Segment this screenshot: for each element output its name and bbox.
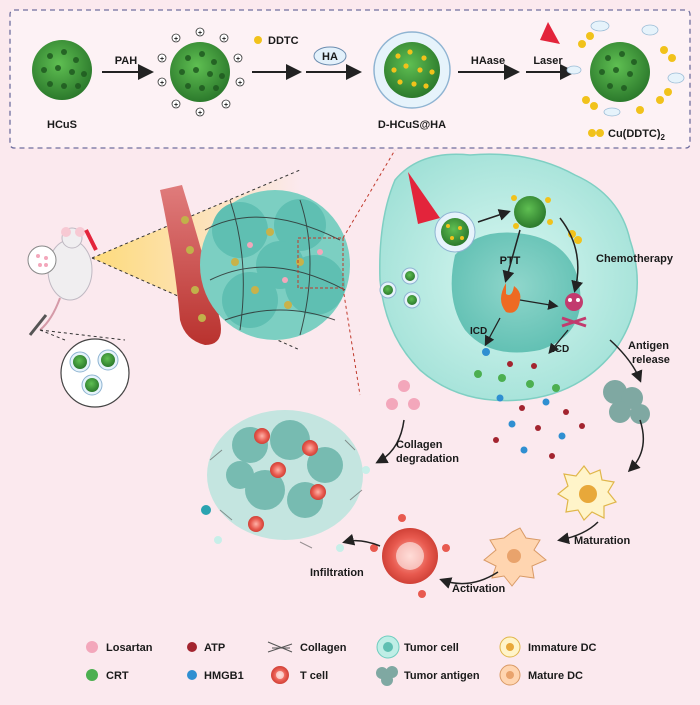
d-hcus-ha-label: D-HCuS@HA	[378, 119, 446, 131]
entering-particles	[379, 267, 421, 309]
nanoparticle-inset	[60, 338, 130, 408]
antigen-release-label-1: Antigen	[628, 340, 669, 352]
svg-text:+: +	[174, 36, 178, 43]
losartan-dots	[386, 380, 420, 410]
skull-icon	[561, 293, 587, 328]
svg-text:+: +	[160, 56, 164, 63]
svg-text:+: +	[224, 102, 228, 109]
svg-text:+: +	[198, 30, 202, 37]
injection-solution-icon	[27, 245, 57, 275]
pah-label: PAH	[115, 55, 137, 67]
legend-losartan: Losartan	[106, 642, 153, 654]
ha-capsule-icon	[313, 46, 347, 66]
immature-dc-legend-icon	[499, 636, 521, 658]
ha-label: HA	[322, 51, 338, 63]
synthesis-panel	[9, 9, 691, 149]
infiltration-label: Infiltration	[310, 567, 364, 579]
t-cell	[370, 514, 450, 598]
laser-beam-icon	[408, 172, 440, 224]
fire-icon	[501, 283, 521, 313]
tumor-cell-legend-icon	[376, 635, 400, 659]
legend-hmgb1: HMGB1	[204, 670, 244, 682]
mature-dc	[483, 527, 547, 587]
haase-label: HAase	[471, 55, 505, 67]
ddtc-dot-icon	[254, 36, 262, 44]
legend-tumor-cell: Tumor cell	[404, 642, 459, 654]
svg-text:+: +	[198, 110, 202, 117]
ddtc-label: DDTC	[268, 35, 299, 47]
cu-ddtc-label: Cu(DDTC)2	[608, 128, 666, 142]
chemotherapy-label: Chemotherapy	[596, 253, 674, 265]
cu-ddtc-cluster	[568, 230, 582, 244]
antigen-release-label-2: release	[632, 354, 670, 366]
tumor-antigen-cluster	[603, 380, 650, 424]
hcus-label: HCuS	[47, 119, 77, 131]
mature-dc-legend-icon	[499, 664, 521, 686]
hmgb1-legend-icon	[187, 670, 197, 680]
ptt-label: PTT	[500, 255, 521, 267]
legend: Losartan CRT ATP HMGB1 Collagen T cell T…	[86, 635, 597, 686]
crt-legend-icon	[86, 669, 98, 681]
icd-left-label: ICD	[470, 326, 487, 337]
atp-legend-icon	[187, 642, 197, 652]
legend-collagen: Collagen	[300, 642, 347, 654]
legend-crt: CRT	[106, 670, 129, 682]
svg-text:+: +	[222, 36, 226, 43]
laser-label: Laser	[533, 55, 563, 67]
svg-text:+: +	[236, 56, 240, 63]
blood-vessel	[160, 185, 221, 345]
losartan-legend-icon	[86, 641, 98, 653]
legend-immature-dc: Immature DC	[528, 642, 597, 654]
svg-text:+: +	[174, 102, 178, 109]
legend-atp: ATP	[204, 642, 225, 654]
icd-right-label: ICD	[552, 344, 569, 355]
d-hcus-ha-nanoparticle	[373, 31, 451, 109]
damps-inside	[474, 348, 560, 392]
laser-icon	[540, 22, 560, 44]
infiltrated-tumor	[201, 410, 370, 552]
pah-coated-nanoparticle: + + + + + + + + + +	[157, 27, 245, 117]
legend-mature-dc: Mature DC	[528, 670, 583, 682]
hcus-nanoparticle	[32, 40, 92, 100]
collagen-degradation-label-2: degradation	[396, 453, 459, 465]
tumor-antigen-legend-icon	[376, 666, 398, 686]
collagen-legend-icon	[267, 641, 293, 653]
cu-ddtc-icon	[588, 129, 596, 137]
released-particle-in-cell	[511, 195, 553, 229]
svg-text:+: +	[238, 80, 242, 87]
maturation-label: Maturation	[574, 535, 631, 547]
svg-text:+: +	[160, 80, 164, 87]
immature-dc	[556, 465, 618, 521]
t-cell-legend-icon	[271, 666, 289, 684]
legend-t-cell: T cell	[300, 670, 328, 682]
mouse-illustration	[39, 227, 98, 331]
released-nanoparticle	[566, 20, 685, 117]
tumor-mass	[200, 190, 350, 340]
activation-label: Activation	[452, 583, 505, 595]
damps-released	[493, 394, 585, 459]
legend-tumor-antigen: Tumor antigen	[404, 670, 480, 682]
syringe-icon	[28, 314, 48, 336]
collagen-degradation-label-1: Collagen	[396, 439, 443, 451]
